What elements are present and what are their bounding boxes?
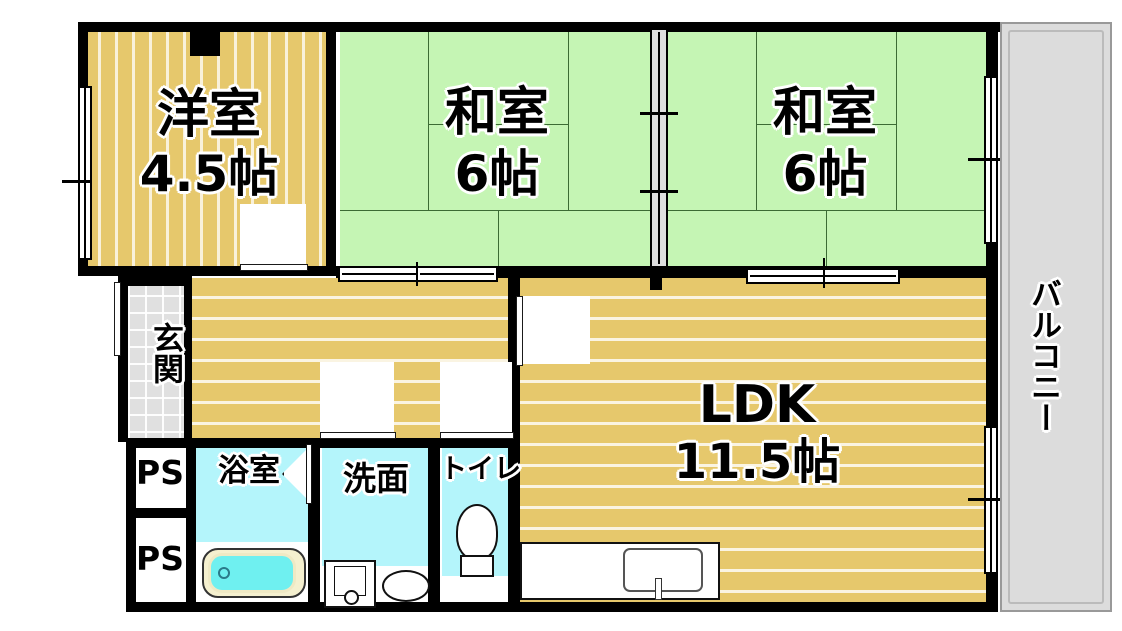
washitsu2-window-tick	[968, 158, 1000, 161]
room-yokushitsu-floor	[194, 446, 312, 542]
entrance-door[interactable]	[48, 282, 120, 354]
wall-right-outer-lower	[986, 566, 998, 612]
wall-yoshitsu-bottom	[78, 266, 336, 276]
yoshitsu-door-leaf	[240, 264, 308, 271]
senmen-door[interactable]	[320, 362, 394, 436]
wall-right-outer-mid	[986, 240, 998, 432]
ps-lower-box	[132, 518, 188, 608]
ldk-window-tick	[968, 498, 1000, 501]
wall-hallway-top-stub	[650, 266, 662, 290]
bathtub-drain-icon	[218, 567, 230, 579]
entrance-door-leaf	[114, 282, 121, 356]
ldk-door[interactable]	[522, 296, 590, 364]
ldk-door-leaf	[516, 296, 523, 366]
toilet-door-leaf	[440, 432, 514, 439]
wall-top-outer	[78, 22, 1000, 32]
washing-machine-drain-icon	[344, 590, 359, 605]
kitchen-faucet	[655, 578, 662, 600]
toilet-bowl	[456, 504, 498, 560]
wall-genkan-right	[184, 276, 192, 442]
wall-bottom-outer	[126, 602, 998, 612]
wall-wetzone-top	[126, 438, 518, 448]
toilet-door[interactable]	[440, 362, 512, 436]
room-ldk-floor	[518, 278, 986, 608]
wall-ps-right	[186, 438, 196, 612]
wall-left-yoshitsu	[78, 22, 88, 88]
washitsu1-sliding-door-2[interactable]	[416, 266, 498, 282]
balcony-railing	[1008, 30, 1104, 604]
toilet-tank	[460, 555, 494, 577]
yokushitsu-door-leaf	[306, 444, 312, 504]
kitchen-sink-basin	[623, 548, 703, 592]
washitsu-partition-sliding[interactable]	[650, 28, 668, 268]
wall-senmen-toilet-divider	[428, 438, 440, 612]
ps-upper-box	[132, 446, 188, 508]
washitsu-partition-tick-lower	[640, 190, 678, 193]
wall-ps-divider	[126, 508, 196, 518]
balcony-area	[1000, 22, 1112, 612]
washitsu2-sliding-seam	[823, 258, 825, 288]
wall-left-wetzone	[126, 438, 136, 612]
wall-genkan-left	[118, 276, 128, 442]
room-washitsu1-floor	[340, 28, 658, 266]
room-washitsu2-floor	[668, 28, 986, 266]
pillar-notch-yoshitsu	[190, 28, 220, 56]
washitsu1-sliding-seam	[416, 262, 418, 286]
yoshitsu-window-tick	[62, 180, 92, 183]
bathtub	[208, 553, 296, 593]
room-senmen-floor	[322, 446, 432, 566]
wall-toilet-right	[508, 438, 520, 612]
yokushitsu-door-triangle-edge	[282, 446, 310, 502]
yoshitsu-door[interactable]	[240, 204, 306, 270]
washbasin	[382, 570, 430, 602]
washitsu-partition-tick-upper	[640, 112, 678, 115]
wall-yoshitsu-right	[326, 22, 336, 276]
yoshitsu-window[interactable]	[78, 86, 92, 260]
room-genkan-floor	[128, 278, 190, 438]
wall-entry-header	[118, 276, 192, 286]
senmen-door-leaf	[320, 432, 396, 439]
wall-right-outer-upper	[986, 22, 998, 80]
